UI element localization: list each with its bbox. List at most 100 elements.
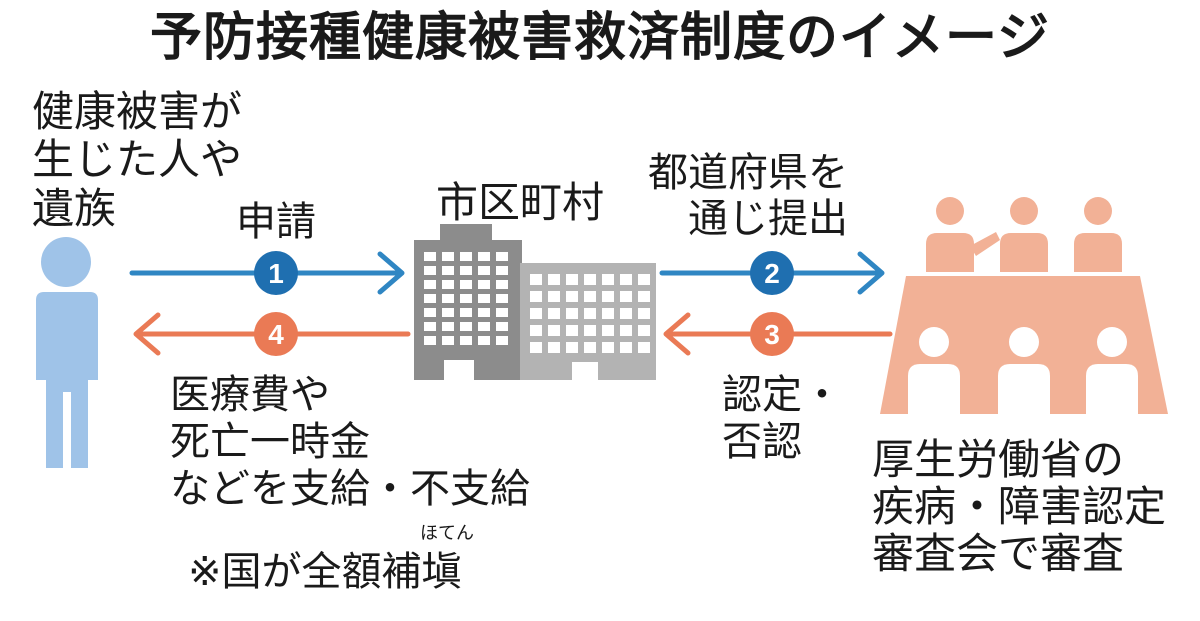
building-window	[602, 308, 614, 319]
building-window	[424, 280, 436, 289]
step-4-number: 4	[268, 319, 284, 350]
applicant-label-line-2: 生じた人や	[32, 135, 243, 185]
building-window	[566, 308, 578, 319]
step-4-label: 医療費や 死亡一時金 などを支給・不支給	[170, 372, 530, 514]
step-4-badge: 4	[254, 312, 298, 356]
step-3-label-line-2: 否認	[722, 419, 802, 466]
building-window	[496, 336, 508, 345]
building-window	[478, 266, 490, 275]
building-window	[548, 274, 560, 285]
building-window	[620, 274, 632, 285]
building-window	[424, 308, 436, 317]
building-window	[566, 274, 578, 285]
building-window	[424, 266, 436, 275]
building-window	[584, 342, 596, 353]
building-window	[478, 308, 490, 317]
ministry-label-line-3: 審査会で審査	[872, 529, 1125, 579]
building-window	[548, 342, 560, 353]
building-window	[584, 308, 596, 319]
building-window	[424, 294, 436, 303]
note-text: ※国が全額補塡	[188, 549, 462, 595]
building-window	[442, 252, 454, 261]
applicant-label: 健康被害が 生じた人や 遺族	[32, 87, 243, 233]
building-window	[620, 291, 632, 302]
diagram-title: 予防接種健康被害救済制度のイメージ	[150, 8, 1050, 68]
building-window	[638, 291, 650, 302]
step-2-label-line-2: 通じ提出	[688, 196, 848, 242]
step-1-number: 1	[268, 258, 284, 289]
step-2-number: 2	[764, 258, 780, 289]
building-window	[442, 322, 454, 331]
building-window	[460, 280, 472, 289]
building-window	[602, 342, 614, 353]
building-icon-small	[520, 263, 656, 380]
step-3-label: 認定・ 否認	[722, 372, 842, 466]
ministry-label-line-2: 疾病・障害認定	[872, 482, 1167, 532]
building-window	[620, 325, 632, 336]
step-4-label-line-3: などを支給・不支給	[170, 466, 530, 513]
building-window	[548, 325, 560, 336]
building-window	[638, 308, 650, 319]
step-3-badge: 3	[750, 312, 794, 356]
building-window	[566, 325, 578, 336]
building-window	[496, 308, 508, 317]
building-window	[496, 294, 508, 303]
applicant-label-line-1: 健康被害が	[32, 87, 243, 136]
building-window	[530, 325, 542, 336]
building-window	[496, 322, 508, 331]
building-window	[566, 342, 578, 353]
ministry-label-line-1: 厚生労働省の	[872, 435, 1125, 484]
step-1-badge: 1	[254, 251, 298, 295]
building-window	[602, 274, 614, 285]
applicant-label-line-3: 遺族	[32, 183, 117, 233]
step-3-number: 3	[764, 319, 780, 350]
building-window	[638, 274, 650, 285]
building-window	[460, 266, 472, 275]
building-window	[424, 322, 436, 331]
step-2-label-line-1: 都道府県を	[648, 150, 848, 196]
building-window	[478, 294, 490, 303]
building-window	[460, 336, 472, 345]
building-windows-small	[530, 274, 650, 353]
building-window	[620, 308, 632, 319]
building-window	[530, 342, 542, 353]
building-window	[496, 252, 508, 261]
building-window	[584, 274, 596, 285]
note-ruby: ほてん	[420, 523, 474, 544]
building-window	[638, 342, 650, 353]
building-window	[442, 294, 454, 303]
building-window	[584, 325, 596, 336]
building-window	[530, 291, 542, 302]
building-window	[478, 322, 490, 331]
step-4-label-line-1: 医療費や	[170, 372, 330, 418]
building-window	[442, 336, 454, 345]
step-3-label-line-1: 認定・	[722, 372, 842, 418]
building-window	[478, 336, 490, 345]
step-2-badge: 2	[750, 251, 794, 295]
step-2-label: 都道府県を 通じ提出	[648, 150, 848, 242]
building-window	[478, 252, 490, 261]
building-window	[442, 308, 454, 317]
building-window	[530, 274, 542, 285]
building-windows-large	[424, 252, 508, 345]
building-icon-large	[414, 224, 522, 380]
building-window	[478, 280, 490, 289]
building-window	[496, 266, 508, 275]
building-window	[584, 291, 596, 302]
person-icon	[36, 237, 98, 468]
building-window	[460, 322, 472, 331]
building-window	[424, 252, 436, 261]
building-window	[548, 291, 560, 302]
building-window	[566, 291, 578, 302]
building-window	[496, 280, 508, 289]
municipality-label: 市区町村	[436, 178, 605, 227]
building-window	[442, 266, 454, 275]
building-window	[602, 325, 614, 336]
building-window	[530, 308, 542, 319]
building-window	[424, 336, 436, 345]
building-window	[620, 342, 632, 353]
ministry-label: 厚生労働省の 疾病・障害認定 審査会で審査	[872, 436, 1166, 577]
building-window	[602, 291, 614, 302]
building-window	[460, 252, 472, 261]
